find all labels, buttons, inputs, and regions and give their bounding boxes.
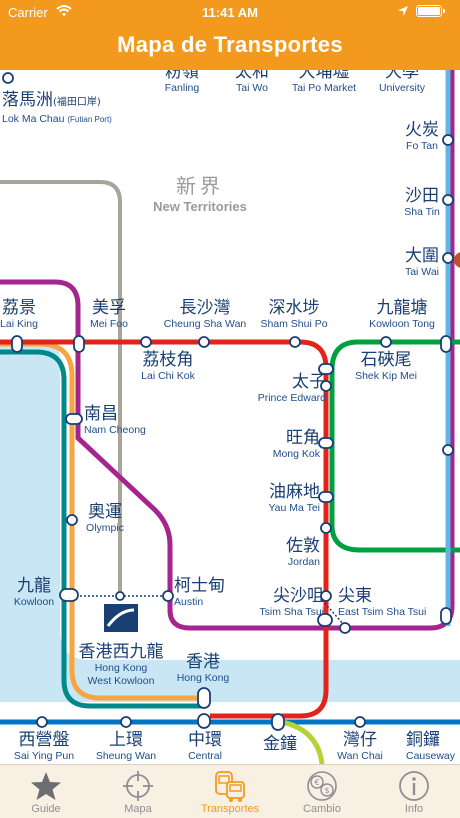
station-admiralty[interactable]: 金鐘 — [263, 734, 297, 754]
station-lai-chi-kok[interactable]: 荔枝角 Lai Chi Kok — [141, 350, 195, 382]
station-kowloon-tong[interactable]: 九龍塘 Kowloon Tong — [369, 298, 435, 330]
tab-mapa[interactable]: Mapa — [92, 765, 184, 818]
station-lok-ma-chau[interactable]: 落馬洲(福田口岸) Lok Ma Chau (Futian Port) — [2, 90, 112, 125]
station-cheung-sha-wan[interactable]: 長沙灣 Cheung Sha Wan — [163, 298, 247, 330]
tab-bar: Guide Mapa Transportes € $ Cam — [0, 764, 460, 818]
crosshair-icon — [123, 771, 153, 801]
station-nam-cheong[interactable]: 南昌 Nam Cheong — [84, 404, 146, 436]
station-sheung-wan[interactable]: 上環 Sheung Wan — [95, 730, 157, 762]
station-jordan[interactable]: 佐敦 Jordan — [286, 536, 320, 568]
transport-map[interactable]: 新界 New Territories 粉嶺 Fanling 太和 Tai Wo … — [0, 70, 460, 764]
station-tai-wai[interactable]: 大圍 Tai Wai — [404, 246, 440, 278]
station-mei-foo[interactable]: 美孚 Mei Foo — [90, 298, 128, 330]
station-lai-king[interactable]: 荔景 Lai King — [0, 298, 38, 330]
station-shek-kip-mei[interactable]: 石硤尾 Shek Kip Mei — [355, 350, 417, 382]
wifi-icon — [56, 5, 72, 17]
station-prince-edward[interactable]: 太子 Prince Edward — [257, 372, 326, 404]
svg-text:€: € — [315, 778, 320, 787]
station-university[interactable]: 大學 University — [378, 70, 426, 94]
page-title: Mapa de Transportes — [117, 32, 343, 57]
station-sha-tin[interactable]: 沙田 Sha Tin — [404, 186, 440, 218]
station-tsim-sha-tsui[interactable]: 尖沙咀 Tsim Sha Tsui — [259, 586, 324, 618]
location-arrow-icon — [398, 6, 408, 16]
station-kowloon[interactable]: 九龍 Kowloon — [13, 576, 55, 608]
battery-icon — [416, 5, 445, 17]
station-hk-west-kowloon[interactable]: 香港西九龍 Hong Kong West Kowloon — [78, 642, 164, 687]
carrier-label: Carrier — [8, 5, 48, 20]
station-central[interactable]: 中環 Central — [188, 730, 222, 762]
station-sai-ying-pun[interactable]: 西營盤 Sai Ying Pun — [13, 730, 75, 762]
station-tai-wo[interactable]: 太和 Tai Wo — [235, 70, 269, 94]
station-austin[interactable]: 柯士甸 Austin — [174, 576, 225, 608]
station-yau-ma-tei[interactable]: 油麻地 Yau Ma Tei — [268, 482, 320, 514]
currency-exchange-icon: € $ — [307, 771, 337, 801]
station-hong-kong[interactable]: 香港 Hong Kong — [176, 652, 230, 684]
svg-text:$: $ — [325, 786, 330, 795]
station-tai-po-market[interactable]: 大埔墟 Tai Po Market — [291, 70, 357, 94]
station-east-tsim-sha-tsui[interactable]: 尖東 East Tsim Sha Tsui — [338, 586, 427, 618]
tab-guide[interactable]: Guide — [0, 765, 92, 818]
map-lines — [0, 70, 460, 764]
region-label: 新界 New Territories — [153, 174, 247, 214]
station-sham-shui-po[interactable]: 深水埗 Sham Shui Po — [260, 298, 328, 330]
clock: 11:41 AM — [202, 5, 258, 20]
status-bar: Carrier 11:41 AM — [0, 0, 460, 24]
station-wan-chai[interactable]: 灣仔 Wan Chai — [337, 730, 383, 762]
top-bar: Carrier 11:41 AM Mapa de Transportes — [0, 0, 460, 70]
star-icon — [31, 772, 61, 800]
station-causeway-bay[interactable]: 銅鑼 Causeway — [406, 730, 456, 762]
info-icon — [399, 771, 429, 801]
tab-cambio[interactable]: € $ Cambio — [276, 765, 368, 818]
tab-info[interactable]: Info — [368, 765, 460, 818]
station-olympic[interactable]: 奧運 Olympic — [86, 502, 124, 534]
station-fanling[interactable]: 粉嶺 Fanling — [164, 70, 200, 94]
train-bus-icon — [215, 771, 245, 802]
station-fo-tan[interactable]: 火炭 Fo Tan — [405, 120, 439, 152]
tab-transportes[interactable]: Transportes — [184, 765, 276, 818]
station-mong-kok[interactable]: 旺角 Mong Kok — [272, 428, 320, 460]
